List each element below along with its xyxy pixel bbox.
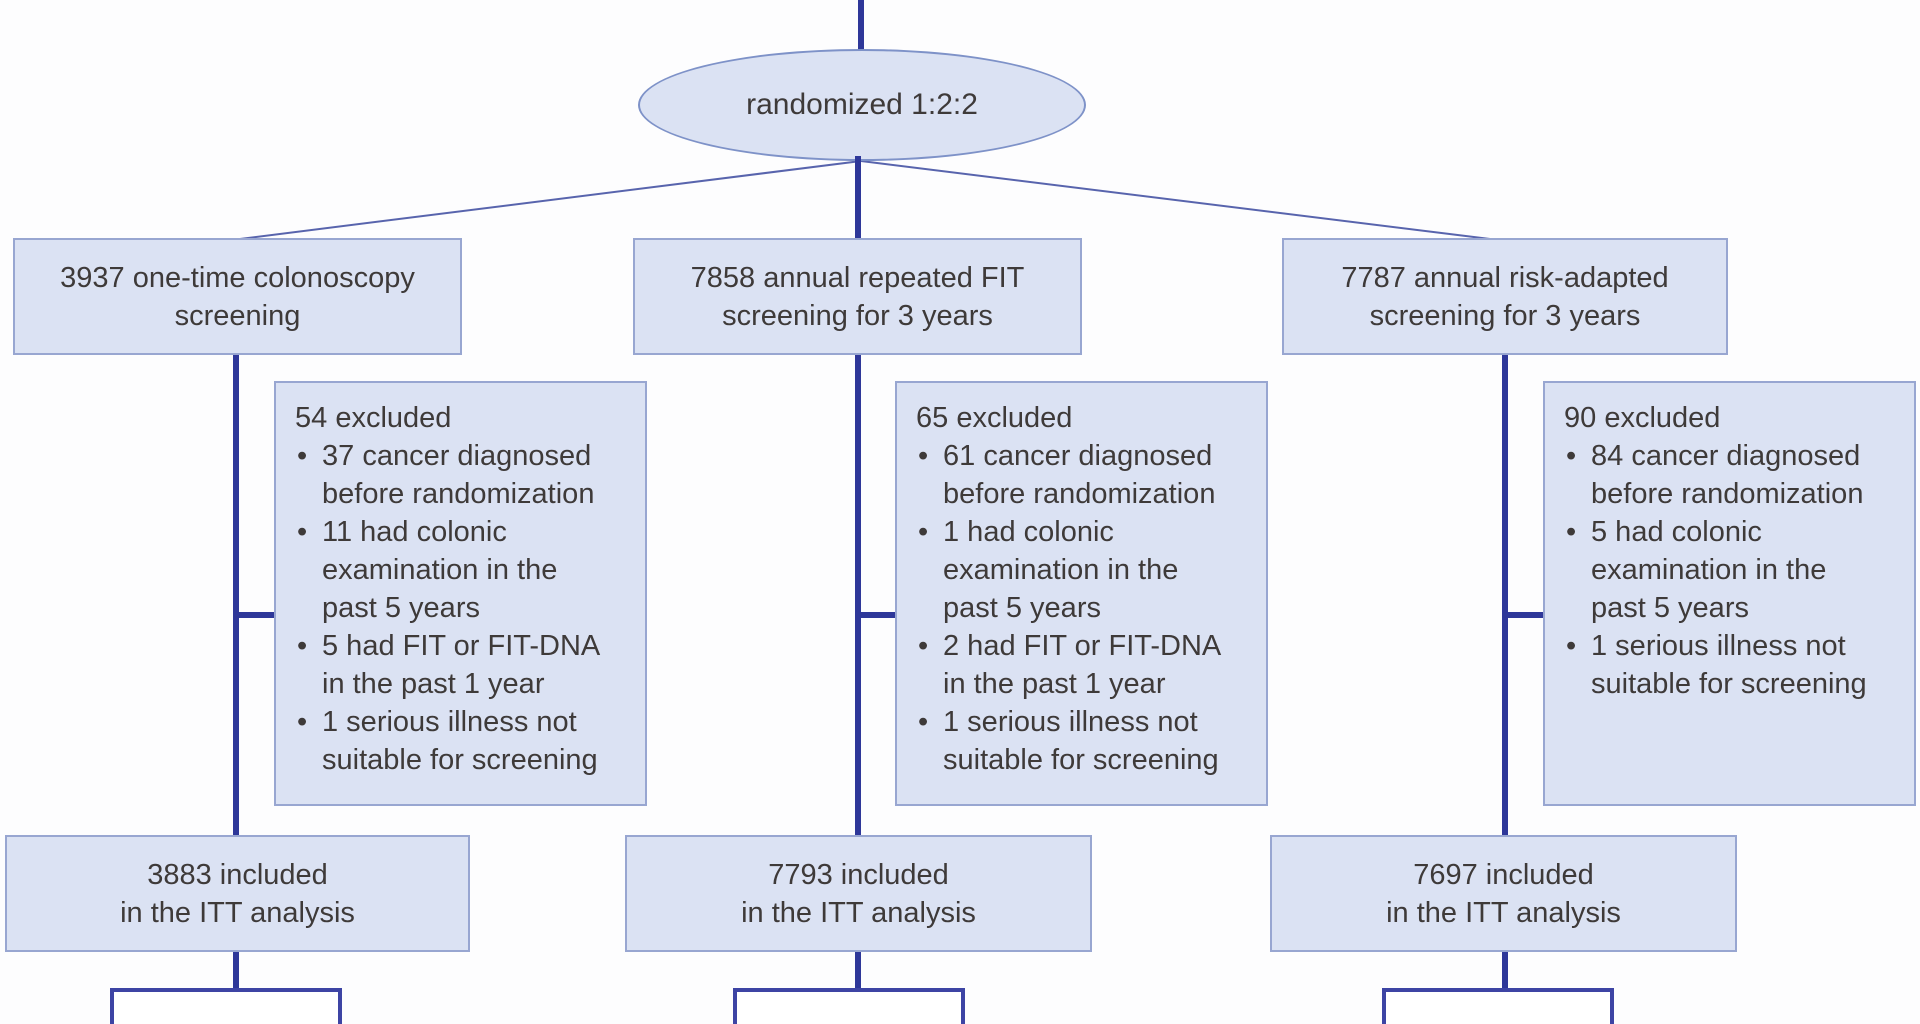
excluded-bullet: 84 cancer diagnosed before randomization	[1564, 437, 1904, 513]
excluded-bullet: 61 cancer diagnosed before randomization	[916, 437, 1256, 513]
itt-label: 3883 included in the ITT analysis	[120, 858, 355, 929]
randomized-ellipse: randomized 1:2:2	[638, 49, 1086, 161]
exclusion-elbow-line	[1505, 612, 1545, 618]
arm-label: 7787 annual risk-adapted screening for 3…	[1341, 261, 1669, 332]
exclusion-elbow-line	[858, 612, 897, 618]
arm-box: 7787 annual risk-adapted screening for 3…	[1282, 238, 1728, 355]
trunk-line-lower	[233, 952, 239, 990]
exclusion-title: 90 excluded	[1564, 402, 1721, 434]
randomized-label: randomized 1:2:2	[746, 88, 978, 121]
trunk-line-upper	[855, 355, 861, 835]
excluded-bullet: 1 had colonic examination in the past 5 …	[916, 513, 1256, 627]
arm-label: 7858 annual repeated FIT screening for 3…	[690, 261, 1025, 332]
top-connector-line	[858, 0, 864, 52]
exclusion-box: 65 excluded 61 cancer diagnosed before r…	[895, 381, 1268, 806]
bottom-box-partial	[1382, 988, 1614, 1024]
trunk-line-upper	[1502, 355, 1508, 835]
excluded-bullet: 2 had FIT or FIT-DNA in the past 1 year	[916, 627, 1256, 703]
exclusion-box: 54 excluded 37 cancer diagnosed before r…	[274, 381, 647, 806]
diagonal-line-right	[860, 160, 1491, 240]
trunk-line-lower	[1502, 952, 1508, 990]
trunk-line-lower	[855, 952, 861, 990]
trunk-line-upper	[233, 355, 239, 835]
excluded-bullet: 1 serious illness not suitable for scree…	[916, 703, 1256, 779]
itt-box: 7697 included in the ITT analysis	[1270, 835, 1737, 952]
exclusion-list: 84 cancer diagnosed before randomization…	[1564, 437, 1904, 703]
exclusion-title: 65 excluded	[916, 402, 1073, 434]
itt-box: 7793 included in the ITT analysis	[625, 835, 1092, 952]
itt-label: 7793 included in the ITT analysis	[741, 858, 976, 929]
excluded-bullet: 11 had colonic examination in the past 5…	[295, 513, 635, 627]
arm-box: 7858 annual repeated FIT screening for 3…	[633, 238, 1082, 355]
itt-box: 3883 included in the ITT analysis	[5, 835, 470, 952]
arm-box: 3937 one-time colonoscopy screening	[13, 238, 462, 355]
excluded-bullet: 5 had FIT or FIT-DNA in the past 1 year	[295, 627, 635, 703]
itt-label: 7697 included in the ITT analysis	[1386, 858, 1621, 929]
diagonal-line-left	[239, 160, 862, 240]
excluded-bullet: 5 had colonic examination in the past 5 …	[1564, 513, 1904, 627]
ellipse-stem-line	[855, 156, 861, 240]
excluded-bullet: 37 cancer diagnosed before randomization	[295, 437, 635, 513]
excluded-bullet: 1 serious illness not suitable for scree…	[1564, 627, 1904, 703]
excluded-bullet: 1 serious illness not suitable for scree…	[295, 703, 635, 779]
exclusion-elbow-line	[236, 612, 276, 618]
exclusion-list: 37 cancer diagnosed before randomization…	[295, 437, 635, 779]
bottom-box-partial	[733, 988, 965, 1024]
exclusion-list: 61 cancer diagnosed before randomization…	[916, 437, 1256, 779]
exclusion-box: 90 excluded 84 cancer diagnosed before r…	[1543, 381, 1916, 806]
arm-label: 3937 one-time colonoscopy screening	[60, 261, 415, 332]
bottom-box-partial	[110, 988, 342, 1024]
exclusion-title: 54 excluded	[295, 402, 452, 434]
